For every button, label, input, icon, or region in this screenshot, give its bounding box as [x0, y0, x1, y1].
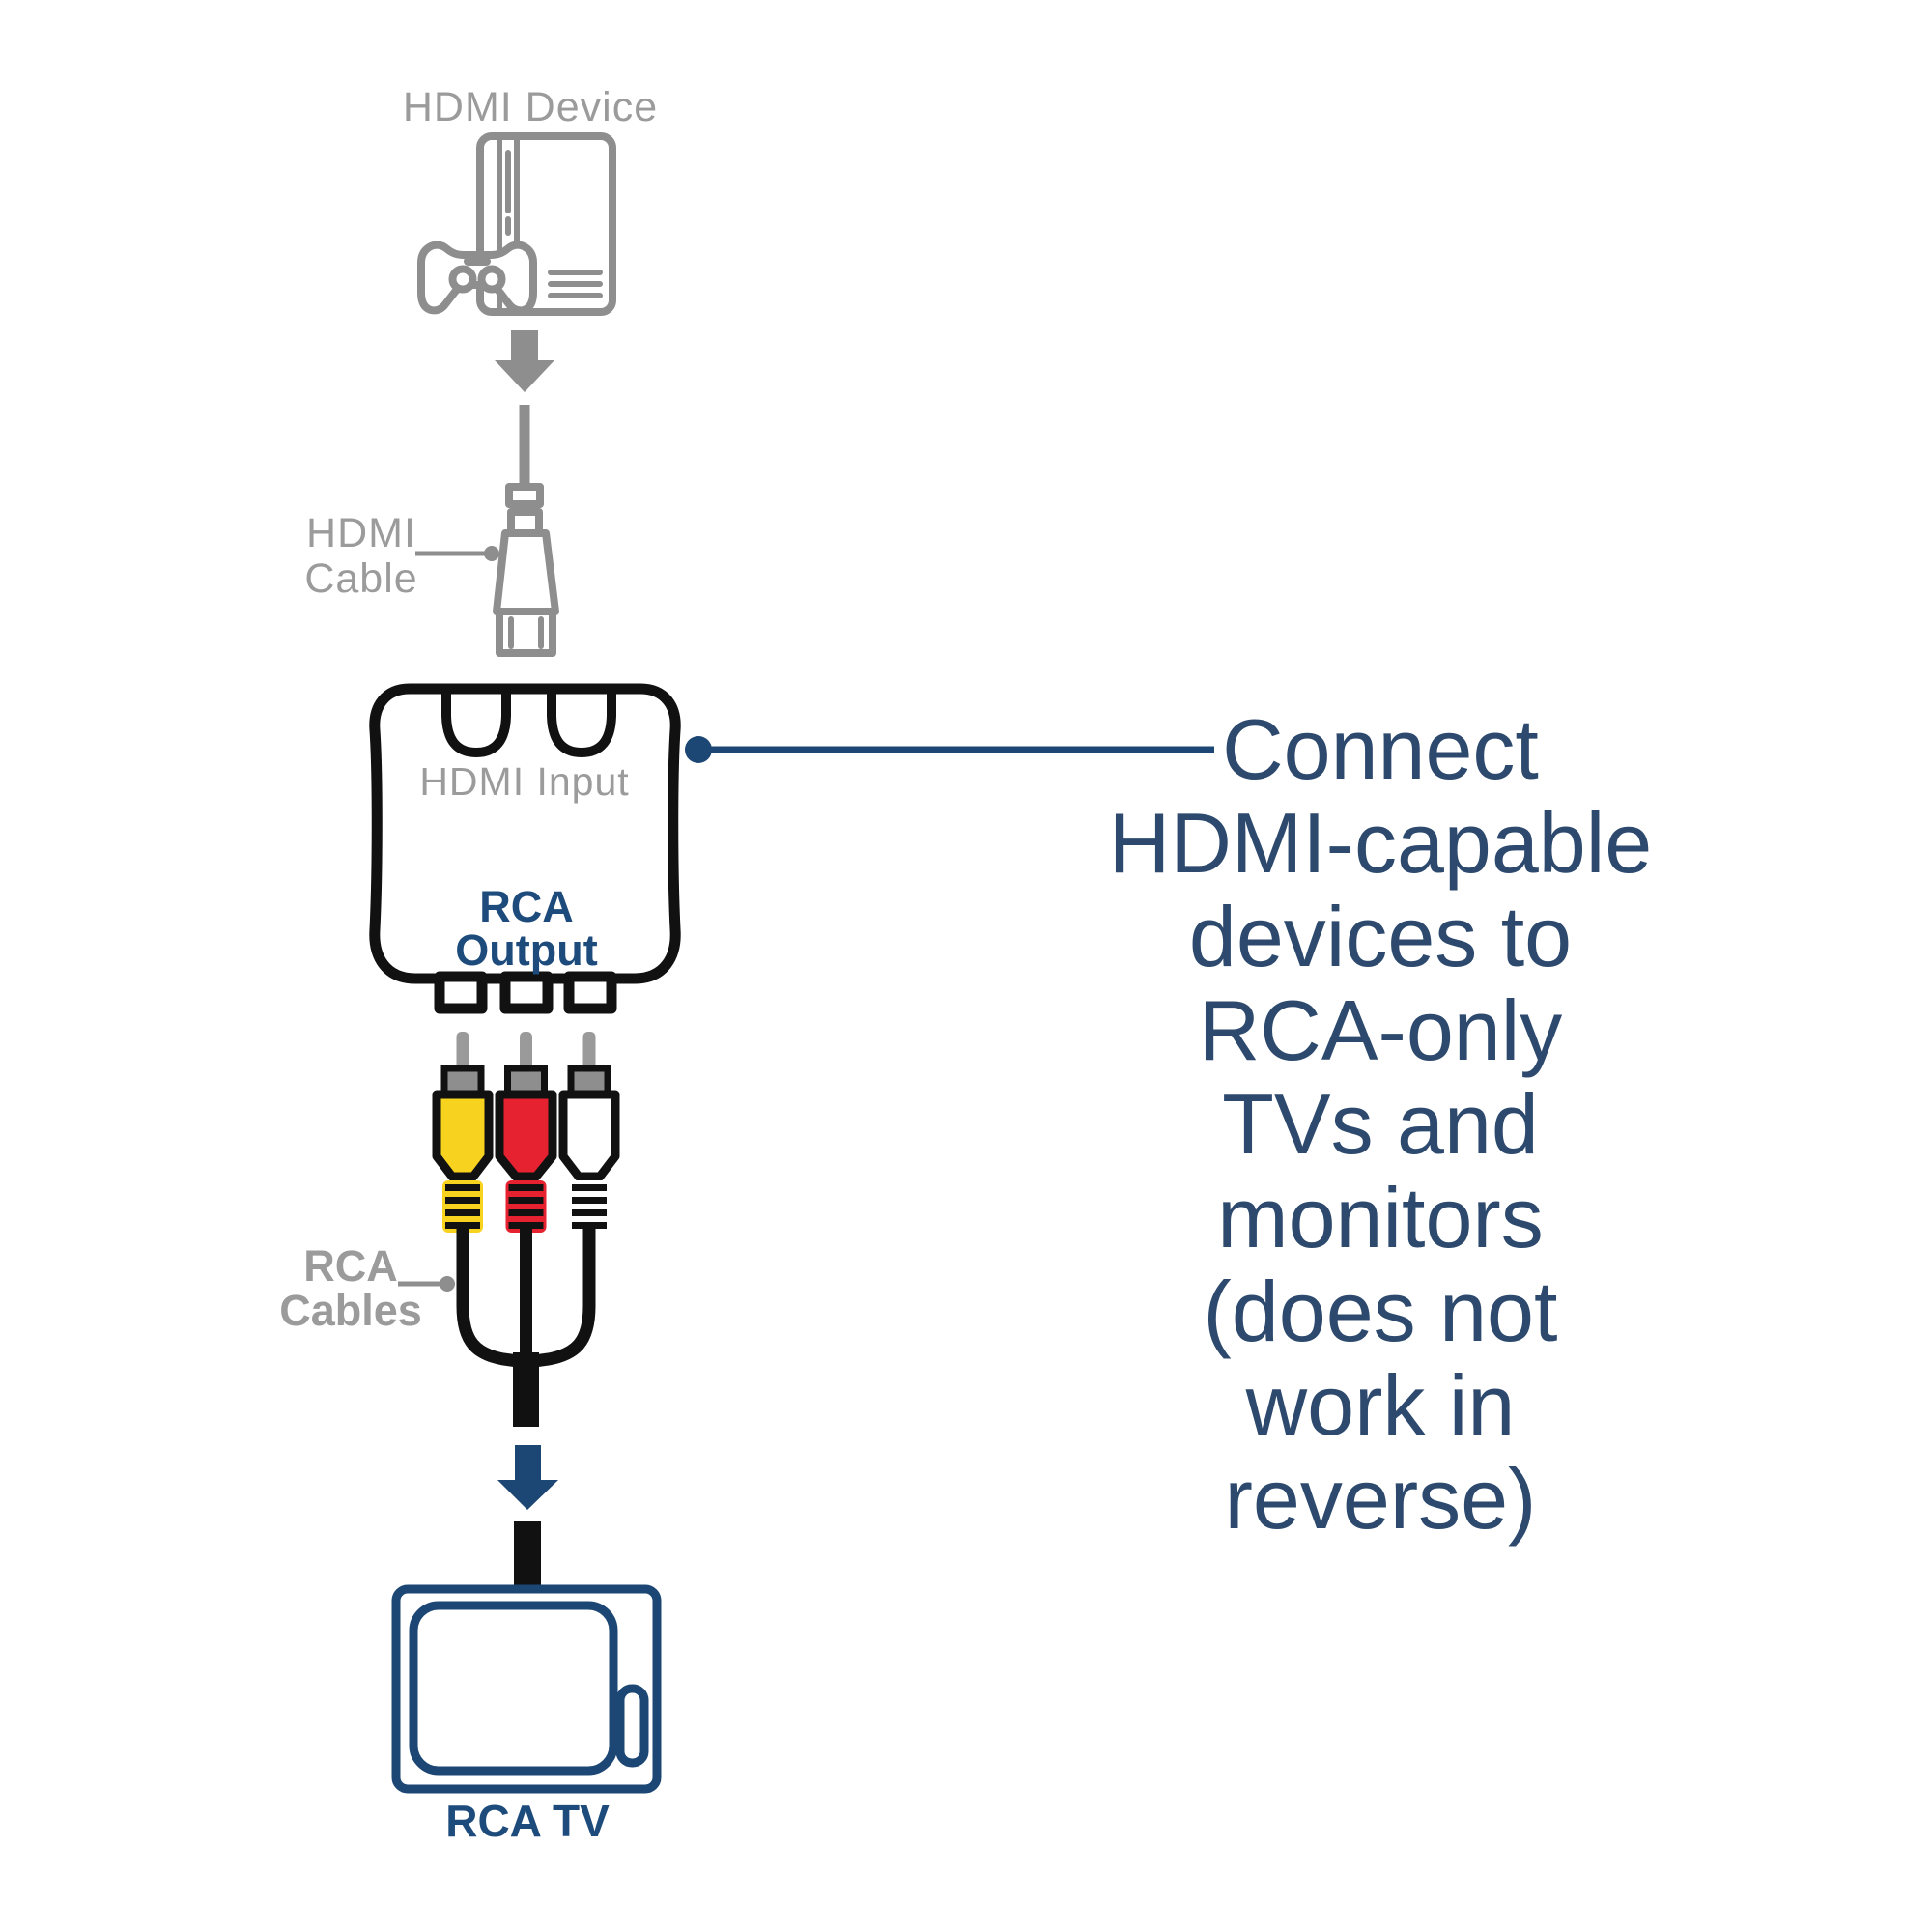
rca-cables-merge	[456, 1229, 596, 1427]
rca-jack	[499, 971, 554, 1014]
hdmi-plug-body	[493, 529, 559, 615]
hdmi-plug-tip	[496, 608, 556, 657]
rca-rib	[445, 1222, 480, 1229]
rca-cables-pointer-line	[398, 1276, 455, 1292]
down-arrow-navy-icon	[497, 1445, 558, 1510]
rca-rib	[572, 1197, 607, 1204]
rca-cable-left	[456, 1229, 519, 1368]
rca-ribs	[569, 1180, 610, 1233]
rca-cable-right	[533, 1229, 596, 1368]
hdmi-port-notch	[441, 691, 511, 758]
gamepad-touchpad	[464, 257, 491, 266]
leader-dot	[440, 1276, 455, 1292]
leader-dot	[685, 736, 712, 763]
gamepad-stick	[477, 265, 506, 294]
hdmi-cable-pointer-line	[415, 546, 499, 561]
hdmi-input-label: HDMI Input	[419, 759, 630, 804]
rca-pin	[520, 1032, 532, 1072]
merged-cable	[513, 1352, 539, 1427]
gamepad-stick	[448, 265, 477, 294]
tv-side-panel	[615, 1684, 649, 1768]
rca-plug-yellow-icon	[432, 1032, 494, 1233]
rca-rib	[445, 1197, 480, 1204]
game-console-icon	[417, 132, 616, 316]
tv-icon	[391, 1584, 662, 1794]
leader-dot	[484, 546, 499, 561]
gamepad-icon	[417, 241, 537, 315]
rca-rib	[572, 1184, 607, 1191]
rca-body	[558, 1090, 620, 1181]
rca-rib	[508, 1222, 544, 1229]
rca-rib	[572, 1209, 607, 1216]
tv-screen	[409, 1601, 618, 1776]
rca-plug-red-icon	[495, 1032, 557, 1233]
rca-plug-white-icon	[558, 1032, 620, 1233]
rca-body	[432, 1090, 494, 1181]
rca-ribs	[505, 1180, 547, 1233]
down-arrow-gray-icon	[495, 330, 554, 392]
rca-ribs	[442, 1180, 483, 1233]
tv-input-cable	[514, 1521, 541, 1591]
hdmi-plug-icon	[493, 405, 559, 657]
rca-cables-label: RCA Cables	[279, 1241, 422, 1335]
rca-rib	[508, 1209, 544, 1216]
rca-rib	[508, 1197, 544, 1204]
converter-box-icon	[369, 683, 681, 1014]
rca-rib	[508, 1184, 544, 1191]
rca-jack	[434, 971, 488, 1014]
rca-rib	[572, 1222, 607, 1229]
hdmi-cable-label: HDMI Cable	[304, 510, 418, 602]
annotation-text: Connect HDMI-capable devices to RCA-only…	[1108, 701, 1653, 1547]
rca-rib	[445, 1209, 480, 1216]
rca-tv-label: RCA TV	[445, 1796, 610, 1846]
hdmi-port-notch	[547, 691, 616, 758]
converter-box-outline	[369, 683, 681, 984]
hdmi-device-label: HDMI Device	[402, 84, 659, 130]
rca-pin	[582, 1032, 596, 1072]
rca-rib	[445, 1184, 480, 1191]
rca-output-label: RCA Output	[455, 882, 598, 975]
rca-body	[495, 1090, 557, 1181]
annotation-pointer-line	[685, 736, 1214, 763]
rca-pin	[456, 1032, 469, 1072]
rca-jack	[563, 971, 617, 1014]
hdmi-plug-relief	[505, 483, 544, 508]
